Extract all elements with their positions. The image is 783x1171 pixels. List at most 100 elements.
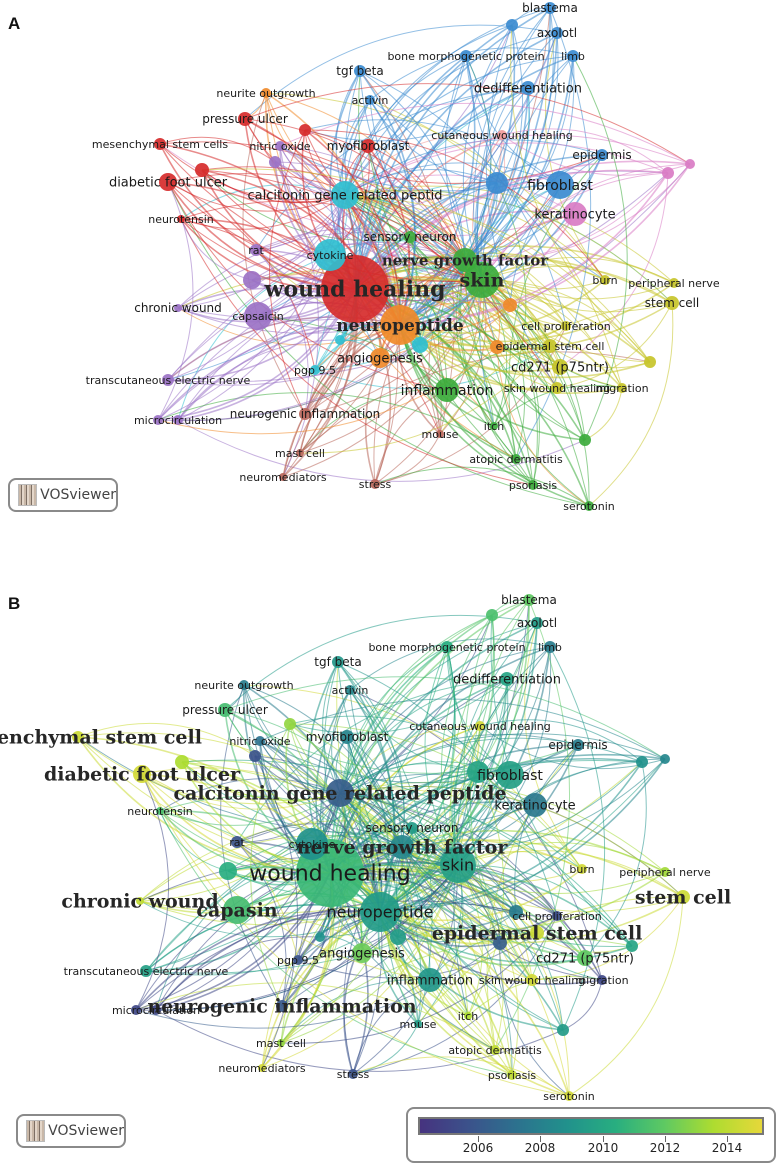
network-node[interactable] xyxy=(299,124,311,136)
node-label[interactable]: neuromediators xyxy=(239,471,327,484)
node-label[interactable]: pressure ulcer xyxy=(182,703,268,717)
node-label[interactable]: dedifferentiation xyxy=(453,673,561,688)
node-label[interactable]: rat xyxy=(248,244,264,257)
node-label[interactable]: wound healing xyxy=(264,277,446,303)
node-label[interactable]: inflammation xyxy=(387,974,473,989)
network-node[interactable] xyxy=(390,835,414,859)
node-label[interactable]: keratinocyte xyxy=(494,799,575,814)
network-node[interactable] xyxy=(531,617,543,629)
network-node[interactable] xyxy=(460,50,472,62)
node-label[interactable]: microcirculation xyxy=(112,1004,200,1017)
node-label[interactable]: mesenchymal stem cell xyxy=(0,727,202,749)
node-label[interactable]: epidermis xyxy=(572,148,631,162)
network-node[interactable] xyxy=(526,974,538,986)
node-label[interactable]: activin xyxy=(352,94,389,107)
network-node[interactable] xyxy=(314,239,346,271)
node-label[interactable]: epidermal stem cell xyxy=(496,340,605,353)
network-node[interactable] xyxy=(296,449,304,457)
network-node[interactable] xyxy=(293,955,303,965)
network-node[interactable] xyxy=(175,755,189,769)
network-node[interactable] xyxy=(390,929,406,945)
node-label[interactable]: microcirculation xyxy=(134,414,222,427)
network-node[interactable] xyxy=(563,202,587,226)
node-label[interactable]: transcutaneous electric nerve xyxy=(86,374,251,387)
network-node[interactable] xyxy=(567,50,579,62)
node-label[interactable]: skin wound healing xyxy=(504,382,610,395)
node-label[interactable]: cd271 (p75ntr) xyxy=(511,361,609,376)
node-label[interactable]: pgp 9.5 xyxy=(294,364,336,377)
node-label[interactable]: dedifferentiation xyxy=(474,82,582,97)
network-node[interactable] xyxy=(506,19,518,31)
network-node[interactable] xyxy=(546,171,574,199)
network-node[interactable] xyxy=(490,1045,500,1055)
network-node[interactable] xyxy=(486,609,498,621)
node-label[interactable]: nitric oxide xyxy=(229,735,290,748)
node-label[interactable]: stress xyxy=(337,1068,370,1081)
network-node[interactable] xyxy=(475,721,485,731)
network-node[interactable] xyxy=(436,430,444,438)
network-node[interactable] xyxy=(662,167,674,179)
network-node[interactable] xyxy=(660,754,670,764)
network-node[interactable] xyxy=(406,822,418,834)
node-label[interactable]: angiogenesis xyxy=(319,947,405,962)
network-node[interactable] xyxy=(412,337,428,353)
network-node[interactable] xyxy=(140,965,152,977)
network-node[interactable] xyxy=(159,173,177,191)
node-label[interactable]: itch xyxy=(484,420,504,433)
node-label[interactable]: atopic dermatitis xyxy=(448,1044,542,1057)
node-label[interactable]: stem cell xyxy=(635,887,731,909)
node-label[interactable]: neuropeptide xyxy=(326,903,433,922)
network-node[interactable] xyxy=(509,905,523,919)
network-node[interactable] xyxy=(156,807,164,815)
node-label[interactable]: axolotl xyxy=(537,26,577,40)
network-node[interactable] xyxy=(404,231,416,243)
network-node[interactable] xyxy=(153,415,163,425)
network-node[interactable] xyxy=(154,138,166,150)
network-node[interactable] xyxy=(467,761,489,783)
network-node[interactable] xyxy=(564,1091,574,1101)
node-label[interactable]: neurogenic inflammation xyxy=(230,407,381,421)
network-node[interactable] xyxy=(255,736,265,746)
node-label[interactable]: skin wound healing xyxy=(479,974,585,987)
network-node[interactable] xyxy=(162,374,174,386)
network-node[interactable] xyxy=(521,81,535,95)
node-label[interactable]: keratinocyte xyxy=(534,208,615,223)
node-label[interactable]: psoriasis xyxy=(488,1069,537,1082)
network-node[interactable] xyxy=(249,750,261,762)
network-node[interactable] xyxy=(464,262,500,298)
network-node[interactable] xyxy=(497,130,507,140)
node-label[interactable]: calcitonin gene related peptid xyxy=(248,189,443,204)
network-node[interactable] xyxy=(360,892,400,932)
network-node[interactable] xyxy=(414,1020,422,1028)
node-label[interactable]: axolotl xyxy=(517,616,557,630)
network-node[interactable] xyxy=(440,847,476,883)
network-node[interactable] xyxy=(261,88,271,98)
node-label[interactable]: migration xyxy=(575,974,628,987)
node-label[interactable]: cytokine xyxy=(289,838,336,851)
network-node[interactable] xyxy=(496,761,524,789)
network-node[interactable] xyxy=(530,926,544,940)
network-node[interactable] xyxy=(131,1005,141,1015)
network-node[interactable] xyxy=(370,479,380,489)
node-label[interactable]: itch xyxy=(458,1010,478,1023)
network-node[interactable] xyxy=(238,112,252,126)
node-label[interactable]: fibroblast xyxy=(477,768,543,784)
node-label[interactable]: mast cell xyxy=(275,447,325,460)
node-label[interactable]: skin xyxy=(442,856,474,875)
node-label[interactable]: cutaneous wound healing xyxy=(409,720,550,733)
node-label[interactable]: psoriasis xyxy=(509,479,558,492)
network-node[interactable] xyxy=(523,594,535,606)
node-label[interactable]: pressure ulcer xyxy=(202,112,288,126)
network-node[interactable] xyxy=(552,911,562,921)
network-node[interactable] xyxy=(453,248,477,272)
network-node[interactable] xyxy=(340,730,354,744)
network-node[interactable] xyxy=(644,356,656,368)
network-node[interactable] xyxy=(636,756,648,768)
node-label[interactable]: pgp 9.5 xyxy=(277,954,319,967)
node-label[interactable]: tgf beta xyxy=(336,64,383,78)
node-label[interactable]: mouse xyxy=(422,428,459,441)
network-node[interactable] xyxy=(418,968,442,992)
node-label[interactable]: neurotensin xyxy=(127,805,193,818)
network-node[interactable] xyxy=(310,365,320,375)
